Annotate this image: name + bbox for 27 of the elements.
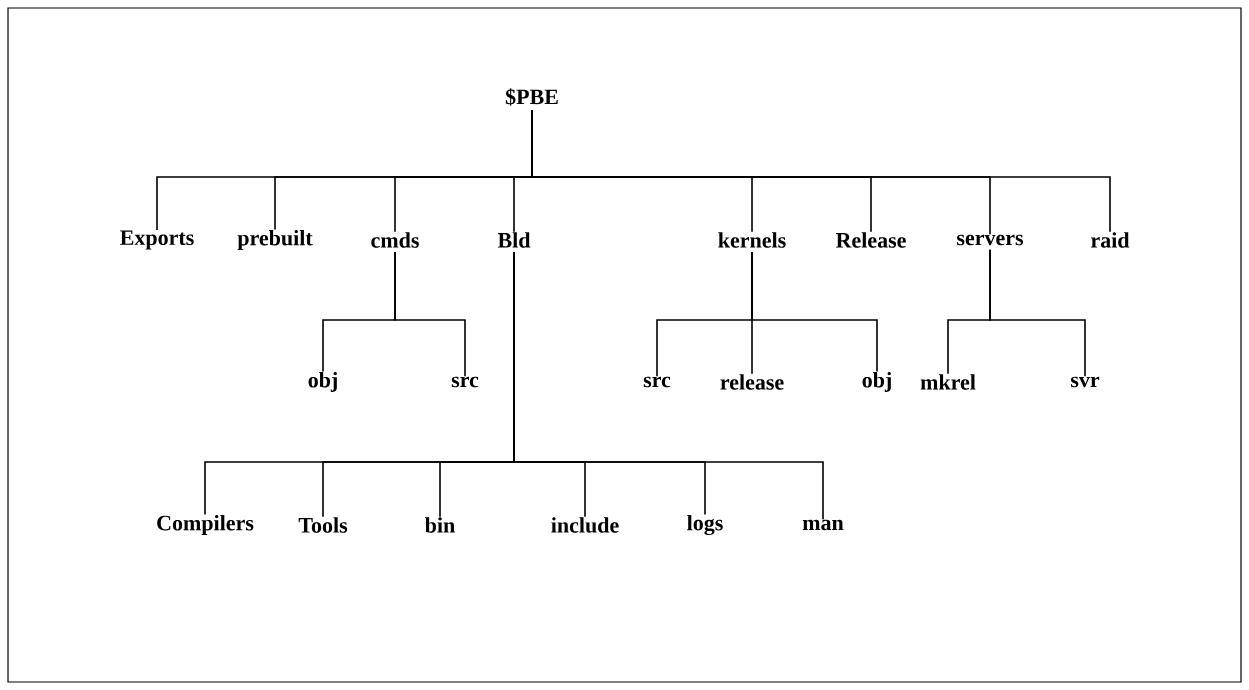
directory-label: Bld xyxy=(497,232,531,248)
directory-label: src xyxy=(643,376,671,388)
tree-connector xyxy=(394,251,466,378)
directory-label: Tools xyxy=(298,517,348,533)
directory-label: svr xyxy=(1071,376,1100,388)
tree-connector xyxy=(989,248,1086,378)
directory-label: obj xyxy=(862,372,891,392)
directory-label: $PBE xyxy=(505,88,558,106)
directory-label: raid xyxy=(1091,232,1130,248)
directory-label: include xyxy=(551,517,619,533)
tree-connector xyxy=(513,251,824,521)
directory-label: kernels xyxy=(718,232,786,248)
directory-label: release xyxy=(720,374,784,390)
tree-connector xyxy=(751,251,878,373)
directory-label: obj xyxy=(308,372,337,392)
directory-label: Exports xyxy=(120,230,194,250)
directory-label: man xyxy=(802,519,844,531)
directory-label: Release xyxy=(835,232,906,248)
directory-label: Compilers xyxy=(157,515,254,535)
directory-label: servers xyxy=(957,234,1024,246)
directory-label: mkrel xyxy=(920,374,976,390)
directory-label: src xyxy=(451,376,479,388)
directory-label: logs xyxy=(687,514,723,536)
directory-label: bin xyxy=(425,517,455,533)
directory-label: cmds xyxy=(371,232,419,248)
directory-label: prebuilt xyxy=(237,230,313,250)
tree-connector xyxy=(531,109,1111,233)
